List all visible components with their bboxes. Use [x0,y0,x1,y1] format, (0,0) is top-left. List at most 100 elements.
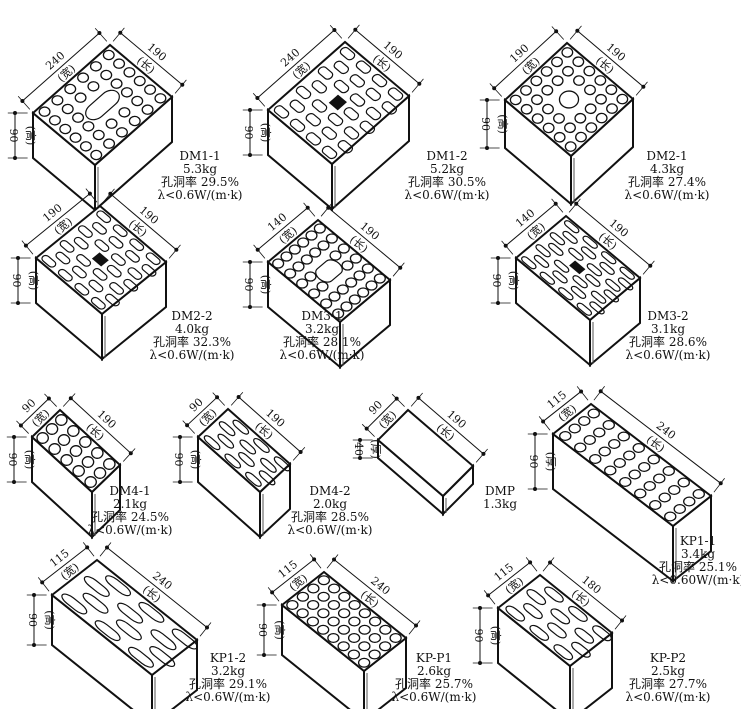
hole [340,259,355,272]
length-dimension-tick [68,396,73,401]
hole [35,430,51,445]
hole [336,242,351,255]
hole [583,102,598,115]
height-dimension-tick [358,456,362,460]
hole [114,126,129,139]
height-dimension-value: 90 [479,117,492,131]
hole [594,93,609,106]
brick-weight: 2.0kg [313,497,347,511]
height-dimension-value: 90 [242,126,255,140]
hole [119,86,134,99]
width-dimension-tick [255,247,260,252]
slot-hole [619,266,636,280]
slot-hole [124,249,141,263]
hole [88,60,103,73]
hole [305,599,321,611]
brick-porosity: 孔洞率 29.5% [161,174,239,189]
width-dimension-tick [579,389,584,394]
hole [56,432,72,447]
hole [324,232,339,245]
hole [343,276,358,289]
slot-hole [310,79,328,94]
hole [117,106,132,119]
hole [44,421,60,436]
hole [295,607,311,619]
slot-hole [547,242,564,256]
hole [326,615,342,627]
hole [672,503,688,515]
brick-lambda: λ<0.6W/(m·k) [392,690,477,704]
hole [316,239,331,252]
brick-top-face [30,408,122,494]
hole [63,82,78,95]
hole [594,111,609,124]
height-dimension-tick [533,487,537,491]
slot-hole [617,277,634,291]
hole [92,465,108,480]
brick-weight: 2.5kg [651,664,685,678]
height-dimension-tick [178,480,182,484]
height-dimension-axis-label: (高) [189,450,203,470]
slot-hole [336,139,354,154]
hole [631,442,647,454]
length-dimension-tick [298,450,303,455]
hole [327,290,342,303]
length-dimension-extension [593,385,605,401]
brick-top-face [50,558,199,677]
length-dimension-tick [353,27,358,32]
width-dimension-extension [252,92,266,107]
hole [606,438,622,450]
slot-hole [237,451,256,468]
slot-hole [75,253,92,267]
brick-porosity: 孔洞率 30.5% [408,174,486,189]
brick-weight: 4.0kg [175,322,209,336]
slot-hole [91,221,108,235]
hole [153,92,168,105]
hole-pattern [35,412,118,489]
slot-hole [332,60,350,75]
slot-hole [73,282,90,296]
brick-top-face [551,402,713,528]
length-dimension-line [110,193,177,251]
hole [563,140,578,153]
hole [593,74,608,87]
hole [326,599,342,611]
height-dimension-tick [13,111,17,115]
length-dimension-tick [180,82,185,87]
length-dimension-extension [174,79,187,94]
slot-hole [312,257,345,285]
hole [81,120,96,133]
width-dimension-extension [538,416,551,431]
length-dimension-tick [718,481,723,486]
slot-hole [380,100,398,115]
hole [372,272,387,285]
center-square-hole [328,94,347,111]
hole [530,93,545,106]
slot-hole [216,433,235,450]
hole [315,280,330,293]
length-dimension-line [577,30,644,88]
hole [86,80,101,93]
brick-porosity: 孔洞率 28.5% [291,509,369,524]
slot-hole [355,59,373,74]
hole [73,91,88,104]
width-dimension-tick [503,243,508,248]
hole [112,57,127,70]
hole [58,122,73,135]
hole [563,121,578,134]
width-dimension-tick [312,557,317,562]
height-dimension-tick [16,301,20,305]
slot-hole [71,265,88,279]
hole [360,262,375,275]
slot-hole [561,230,578,244]
slot-hole [320,126,338,141]
hole [572,74,587,87]
length-dimension-tick [332,557,337,562]
length-dimension-tick [398,265,403,270]
hole [616,430,632,442]
hole [60,102,75,115]
brick-weight: 1.3kg [483,497,517,511]
length-dimension-extension [168,244,181,259]
